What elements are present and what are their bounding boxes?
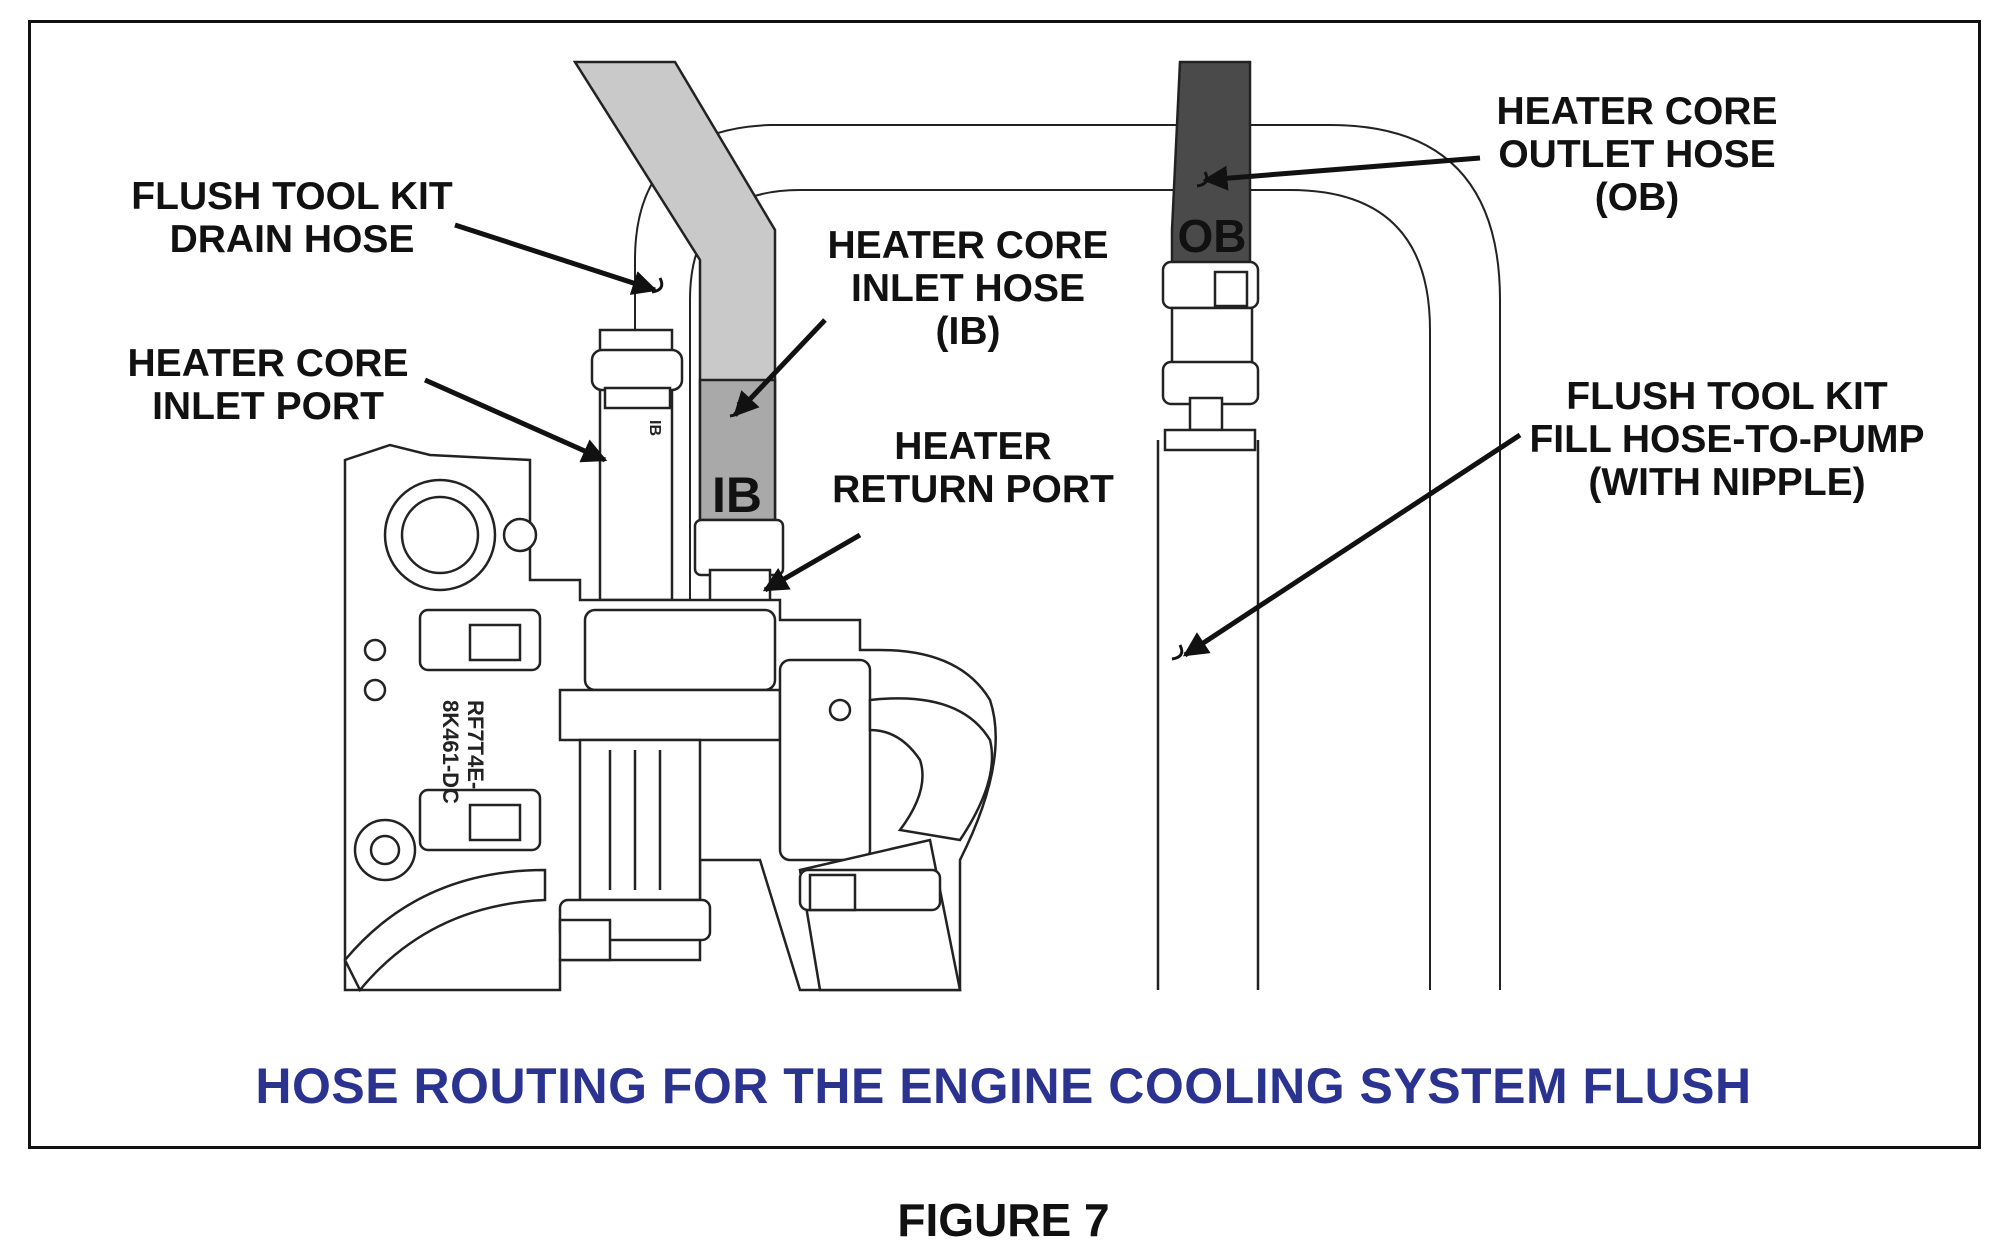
fill-hose-arrow <box>1182 432 1522 658</box>
fill-hose <box>1156 440 1260 990</box>
callout-inlet-port: HEATER CORE INLET PORT <box>127 342 409 428</box>
callout-drain-hose: FLUSH TOOL KIT DRAIN HOSE <box>131 175 453 261</box>
callout-fill-hose: FLUSH TOOL KIT FILL HOSE-TO-PUMP (WITH N… <box>1529 375 1925 504</box>
outlet-clamps <box>1161 260 1260 452</box>
ob-hose-tag: OB <box>1178 210 1247 262</box>
figure-number: FIGURE 7 <box>897 1194 1110 1246</box>
return-port-arrow <box>762 532 862 593</box>
inlet-port-tube <box>590 328 785 612</box>
engine-housing <box>343 443 997 993</box>
inlet-hose-arrow <box>733 318 827 417</box>
svg-text:RF7T4E-: RF7T4E- <box>463 700 488 789</box>
leader-arrows <box>423 155 1522 658</box>
inlet-hose-ib: IB <box>698 378 777 523</box>
ib-hose-tag: IB <box>712 467 762 523</box>
figure-caption: HOSE ROUTING FOR THE ENGINE COOLING SYST… <box>255 1058 1752 1114</box>
outlet-hose-arrow <box>1202 155 1481 191</box>
svg-text:IB: IB <box>646 420 663 436</box>
housing-markings: RF7T4E- 8K461-DC IB <box>438 420 663 804</box>
outlet-hose-ob: OB <box>1170 60 1252 267</box>
callout-return-port: HEATER RETURN PORT <box>832 425 1114 511</box>
inlet-port-arrow <box>423 377 608 463</box>
callout-inlet-hose: HEATER CORE INLET HOSE (IB) <box>827 224 1109 353</box>
svg-text:8K461-DC: 8K461-DC <box>438 700 463 804</box>
drain-hose-arrow <box>454 222 658 295</box>
figure-frame <box>28 20 1981 1149</box>
tick-marks <box>651 171 1209 661</box>
callout-outlet-hose: HEATER CORE OUTLET HOSE (OB) <box>1496 90 1778 219</box>
